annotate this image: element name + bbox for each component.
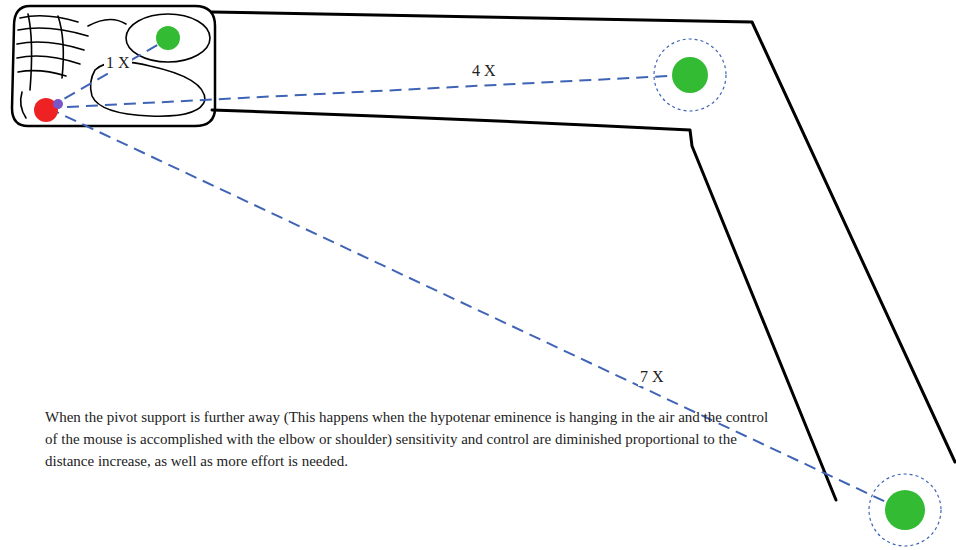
finger-line [58,16,63,78]
distance-label: 7 X [638,368,666,386]
palm-line [88,19,126,26]
control-dot [672,57,708,93]
range-circle [869,474,941,546]
finger-line [18,71,66,76]
control-dot [885,490,925,530]
pivot-center [53,99,63,109]
finger-line [21,92,26,118]
hand-outline [12,6,215,126]
range-circle [654,39,726,111]
distance-line [48,75,688,108]
finger-line [17,42,84,50]
finger-line [17,56,80,64]
distance-label: 4 X [470,62,498,80]
distance-line [48,40,166,108]
explanation-note: When the pivot support is further away (… [45,406,775,472]
finger-line [18,28,88,36]
distance-line [48,108,903,510]
control-dot [156,26,180,50]
distance-label: 1 X [104,54,132,72]
finger-line [28,14,32,90]
